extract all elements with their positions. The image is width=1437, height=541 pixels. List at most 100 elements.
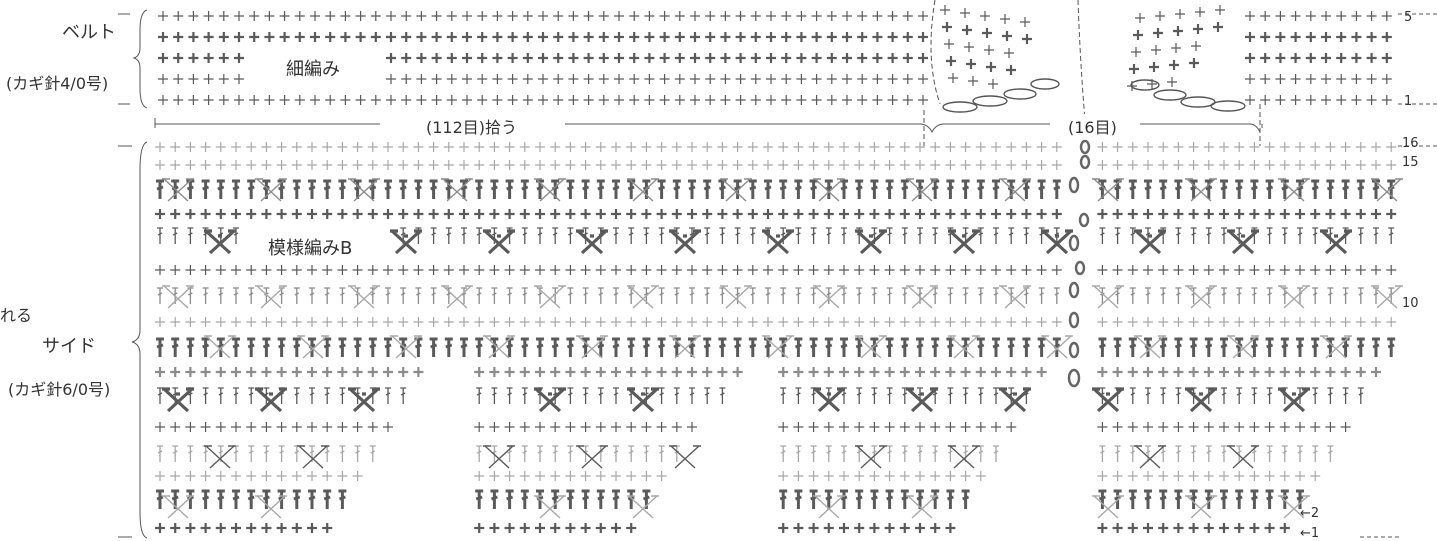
stitch-symbol <box>339 288 345 304</box>
single-crochet-symbol <box>1351 53 1361 63</box>
stitch-symbol <box>489 142 499 152</box>
single-crochet-symbol <box>1167 77 1177 87</box>
stitch-symbol <box>702 209 712 219</box>
stitch-symbol <box>659 446 665 462</box>
stitch-symbol <box>748 265 758 275</box>
stitch-symbol <box>1037 265 1047 275</box>
stitch-symbol <box>1189 523 1199 533</box>
stitch-symbol <box>717 142 727 152</box>
single-crochet-symbol <box>1245 95 1255 105</box>
stitch-symbol <box>626 471 636 481</box>
single-crochet-symbol <box>356 95 366 105</box>
single-crochet-symbol <box>781 11 791 21</box>
stitch-symbol <box>778 367 788 377</box>
single-crochet-symbol <box>1306 95 1316 105</box>
single-crochet-symbol <box>325 11 335 21</box>
stitch-symbol <box>626 367 636 377</box>
single-crochet-symbol <box>644 74 654 84</box>
stitch-symbol <box>1386 317 1396 327</box>
stitch-symbol <box>567 388 573 404</box>
single-crochet-symbol <box>903 32 913 42</box>
single-crochet-symbol <box>960 8 970 18</box>
single-crochet-symbol <box>447 11 457 21</box>
single-crochet-symbol <box>1306 74 1316 84</box>
single-crochet-symbol <box>812 53 822 63</box>
stitch-symbol <box>522 388 528 404</box>
stitch-symbol <box>1097 471 1107 481</box>
stitch-symbol <box>1249 265 1259 275</box>
stitch-symbol <box>900 422 910 432</box>
stitch-symbol <box>930 471 940 481</box>
stitch-symbol <box>231 471 241 481</box>
single-crochet-symbol <box>842 95 852 105</box>
stitch-symbol <box>292 422 302 432</box>
single-crochet-symbol <box>629 74 639 84</box>
stitch-symbol <box>1158 209 1168 219</box>
stitch-symbol <box>901 339 909 357</box>
stitch-symbol <box>277 209 287 219</box>
single-crochet-symbol <box>918 53 928 63</box>
single-crochet-symbol <box>812 11 822 21</box>
single-crochet-symbol <box>568 11 578 21</box>
stitch-symbol <box>566 181 574 199</box>
single-crochet-symbol <box>158 32 168 42</box>
stitch-symbol <box>1204 142 1214 152</box>
single-crochet-symbol <box>751 11 761 21</box>
stitch-symbol <box>611 523 621 533</box>
stitch-symbol <box>1341 142 1351 152</box>
stitch-symbol <box>368 317 378 327</box>
single-crochet-symbol <box>173 95 183 105</box>
crossed-stitch-symbol <box>297 446 329 468</box>
single-crochet-symbol <box>234 53 244 63</box>
single-crochet-symbol <box>249 32 259 42</box>
single-crochet-symbol <box>1171 43 1181 53</box>
stitch-symbol <box>626 209 636 219</box>
stitch-symbol <box>550 317 560 327</box>
single-crochet-symbol <box>1367 32 1377 42</box>
single-crochet-symbol <box>447 32 457 42</box>
stitch-symbol <box>537 446 543 462</box>
stitch-symbol <box>1189 317 1199 327</box>
stitch-symbol <box>581 209 591 219</box>
single-crochet-symbol <box>1275 32 1285 42</box>
single-crochet-symbol <box>1275 74 1285 84</box>
single-crochet-symbol <box>766 32 776 42</box>
stitch-symbol <box>657 160 667 170</box>
stitch-symbol <box>1372 339 1380 357</box>
stitch-symbol <box>1371 367 1381 377</box>
stitch-symbol <box>263 446 269 462</box>
stitch-symbol <box>429 142 439 152</box>
stitch-symbol <box>1371 160 1381 170</box>
stitch-symbol <box>216 142 226 152</box>
single-crochet-symbol <box>1306 53 1316 63</box>
stitch-symbol <box>246 317 256 327</box>
stitch-symbol <box>216 422 226 432</box>
stitch-symbol <box>915 160 925 170</box>
stitch-symbol <box>1234 142 1244 152</box>
stitch-symbol <box>794 339 802 357</box>
single-crochet-symbol <box>1020 17 1030 27</box>
stitch-symbol <box>474 367 484 377</box>
stitch-symbol <box>1190 339 1198 357</box>
stitch-symbol <box>1173 142 1183 152</box>
stitch-symbol <box>1234 317 1244 327</box>
stitch-symbol <box>1113 317 1123 327</box>
stitch-symbol <box>824 317 834 327</box>
stitch-symbol <box>945 523 955 533</box>
stitch-symbol <box>1295 209 1305 219</box>
stitch-symbol <box>581 367 591 377</box>
stitch-symbol <box>1115 446 1121 462</box>
stitch-symbol <box>871 388 877 404</box>
stitch-symbol <box>598 288 604 304</box>
single-crochet-symbol <box>538 32 548 42</box>
belt-stitch-label: 細編み <box>280 55 346 81</box>
stitch-symbol <box>337 265 347 275</box>
stitch-symbol <box>672 142 682 152</box>
stitch-symbol <box>383 160 393 170</box>
stitch-symbol <box>657 209 667 219</box>
stitch-symbol <box>1356 367 1366 377</box>
stitch-symbol <box>429 209 439 219</box>
single-crochet-symbol <box>219 11 229 21</box>
stitch-symbol <box>537 228 543 244</box>
single-crochet-symbol <box>614 32 624 42</box>
